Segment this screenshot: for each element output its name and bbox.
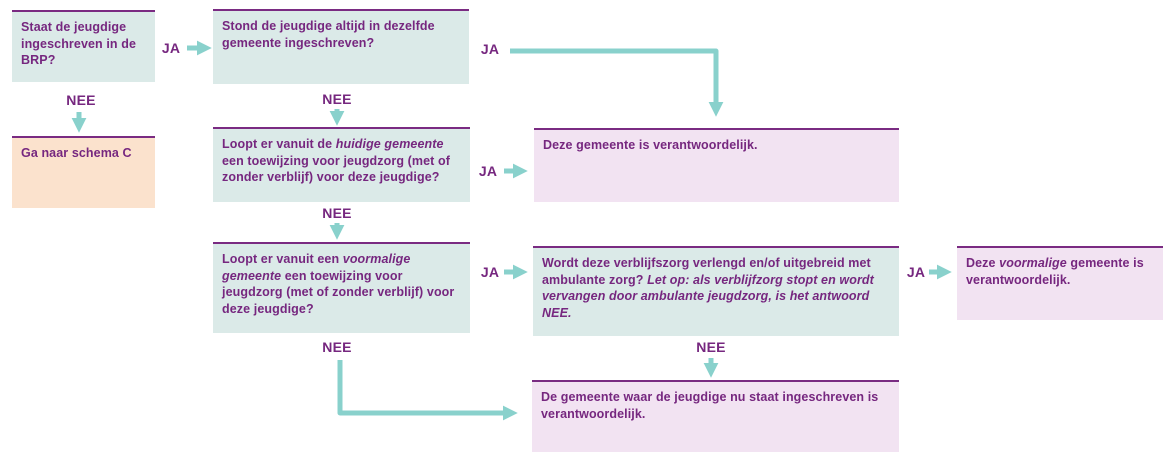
label-nee-1: NEE <box>66 92 96 108</box>
label-ja-4: JA <box>480 264 500 280</box>
node-question-former-municipality-allocation: Loopt er vanuit een voormalige gemeente … <box>213 242 470 333</box>
node-text: De gemeente waar de jeugdige nu staat in… <box>541 390 879 421</box>
label-ja-1: JA <box>161 40 181 56</box>
node-answer-current-registration-municipality-responsible: De gemeente waar de jeugdige nu staat in… <box>532 380 899 452</box>
node-text: Stond de jeugdige altijd in dezelfde gem… <box>222 19 435 50</box>
node-question-brp-registered: Staat de jeugdige ingeschreven in de BRP… <box>12 10 155 82</box>
node-question-current-municipality-allocation: Loopt er vanuit de huidige gemeente een … <box>213 127 470 202</box>
node-action-go-to-schema-c: Ga naar schema C <box>12 136 155 208</box>
label-ja-2: JA <box>480 41 500 57</box>
node-answer-this-municipality-responsible: Deze gemeente is verantwoordelijk. <box>534 128 899 202</box>
node-answer-former-municipality-responsible: Deze voormalige gemeente is verantwoorde… <box>957 246 1163 320</box>
node-text: Deze voormalige gemeente is verantwoorde… <box>966 256 1144 287</box>
node-text: Ga naar schema C <box>21 146 132 160</box>
node-question-residential-care-extended: Wordt deze verblijfszorg verlengd en/of … <box>533 246 899 336</box>
node-text: Staat de jeugdige ingeschreven in de BRP… <box>21 20 137 67</box>
arrow-ja-q2-to-a1 <box>510 48 724 117</box>
node-text: Deze gemeente is verantwoordelijk. <box>543 138 758 152</box>
node-text: Wordt deze verblijfszorg verlengd en/of … <box>542 256 874 320</box>
arrow-nee-q4-to-a3 <box>337 360 518 421</box>
node-text: Loopt er vanuit een voormalige gemeente … <box>222 252 455 316</box>
node-text: Loopt er vanuit de huidige gemeente een … <box>222 137 451 184</box>
node-question-always-same-municipality: Stond de jeugdige altijd in dezelfde gem… <box>213 9 469 84</box>
label-nee-5: NEE <box>696 339 726 355</box>
label-nee-2: NEE <box>322 91 352 107</box>
label-ja-3: JA <box>478 163 498 179</box>
label-nee-4: NEE <box>322 339 352 355</box>
label-ja-5: JA <box>906 264 926 280</box>
label-nee-3: NEE <box>322 205 352 221</box>
